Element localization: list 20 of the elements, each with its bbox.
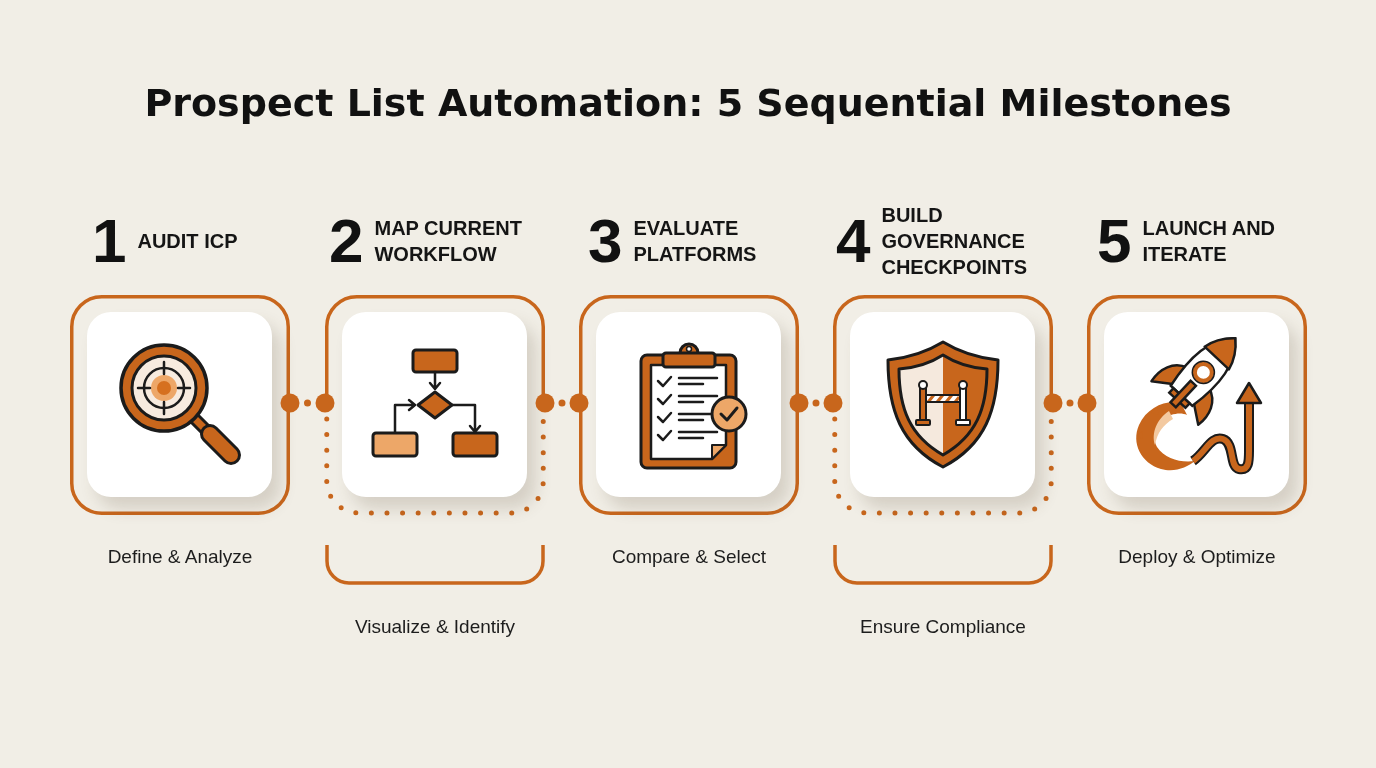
step-heading: EVALUATE PLATFORMS [633, 216, 758, 267]
title: Prospect List Automation: 5 Sequential Milestones [144, 80, 1232, 126]
step-heading: MAP CURRENT WORKFLOW [374, 216, 523, 267]
step-number: 2 [329, 210, 364, 272]
step-caption: Visualize & Identify [354, 616, 516, 638]
step-number: 3 [588, 210, 623, 272]
dotted-connector [1043, 393, 1097, 413]
dotted-connector [535, 393, 589, 413]
dotted-connector [280, 393, 335, 413]
step-number: 5 [1097, 210, 1132, 272]
step-caption: Compare & Select [611, 546, 767, 568]
step-heading: AUDIT ICP [137, 229, 238, 254]
step-heading: BUILD GOVERNANCE CHECKPOINTS [881, 203, 1029, 280]
step-caption: Deploy & Optimize [1118, 546, 1276, 568]
step-number: 1 [92, 210, 127, 272]
step-caption: Define & Analyze [107, 546, 253, 568]
step-caption: Ensure Compliance [860, 616, 1026, 638]
step-number: 4 [836, 210, 871, 272]
dotted-connector [789, 393, 843, 413]
step-heading: LAUNCH AND ITERATE [1142, 216, 1277, 267]
